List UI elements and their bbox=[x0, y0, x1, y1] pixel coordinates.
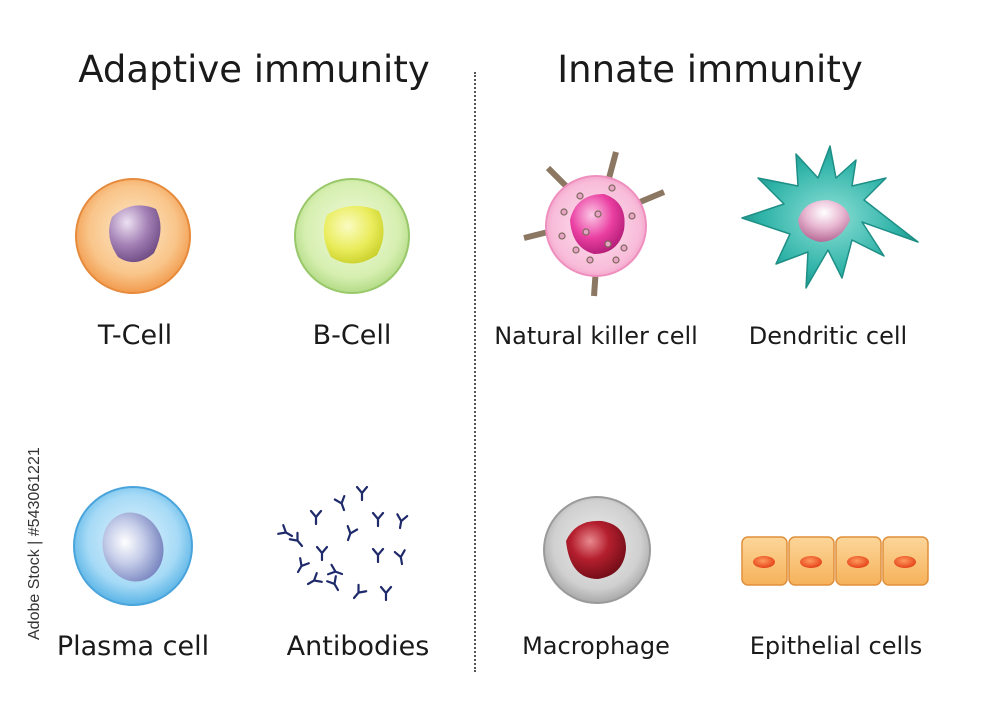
antibodies-label: Antibodies bbox=[286, 631, 430, 662]
macrophage-illustration bbox=[543, 496, 651, 604]
plasma-cell-illustration bbox=[73, 486, 193, 606]
macrophage-label: Macrophage bbox=[522, 632, 670, 660]
epithelial-cells-label: Epithelial cells bbox=[749, 632, 923, 660]
epithelial-cells-illustration bbox=[741, 536, 929, 586]
innate-immunity-heading: Innate immunity bbox=[557, 48, 863, 91]
adaptive-immunity-heading: Adaptive immunity bbox=[78, 48, 430, 91]
stock-id-watermark: Adobe Stock | #543061221 bbox=[6, 447, 43, 720]
dendritic-cell-label: Dendritic cell bbox=[748, 322, 908, 350]
t-cell-label: T-Cell bbox=[97, 320, 173, 351]
section-divider bbox=[474, 72, 476, 672]
nk-cell-label: Natural killer cell bbox=[494, 322, 698, 350]
antibodies-illustration bbox=[277, 485, 409, 603]
stock-id-text: Adobe Stock | #543061221 bbox=[26, 447, 43, 640]
natural-killer-cell-illustration bbox=[523, 151, 666, 297]
b-cell-illustration bbox=[294, 178, 410, 294]
b-cell-label: B-Cell bbox=[312, 320, 392, 351]
plasma-cell-label: Plasma cell bbox=[56, 631, 210, 662]
t-cell-illustration bbox=[75, 178, 191, 294]
dendritic-cell-illustration bbox=[741, 145, 919, 289]
